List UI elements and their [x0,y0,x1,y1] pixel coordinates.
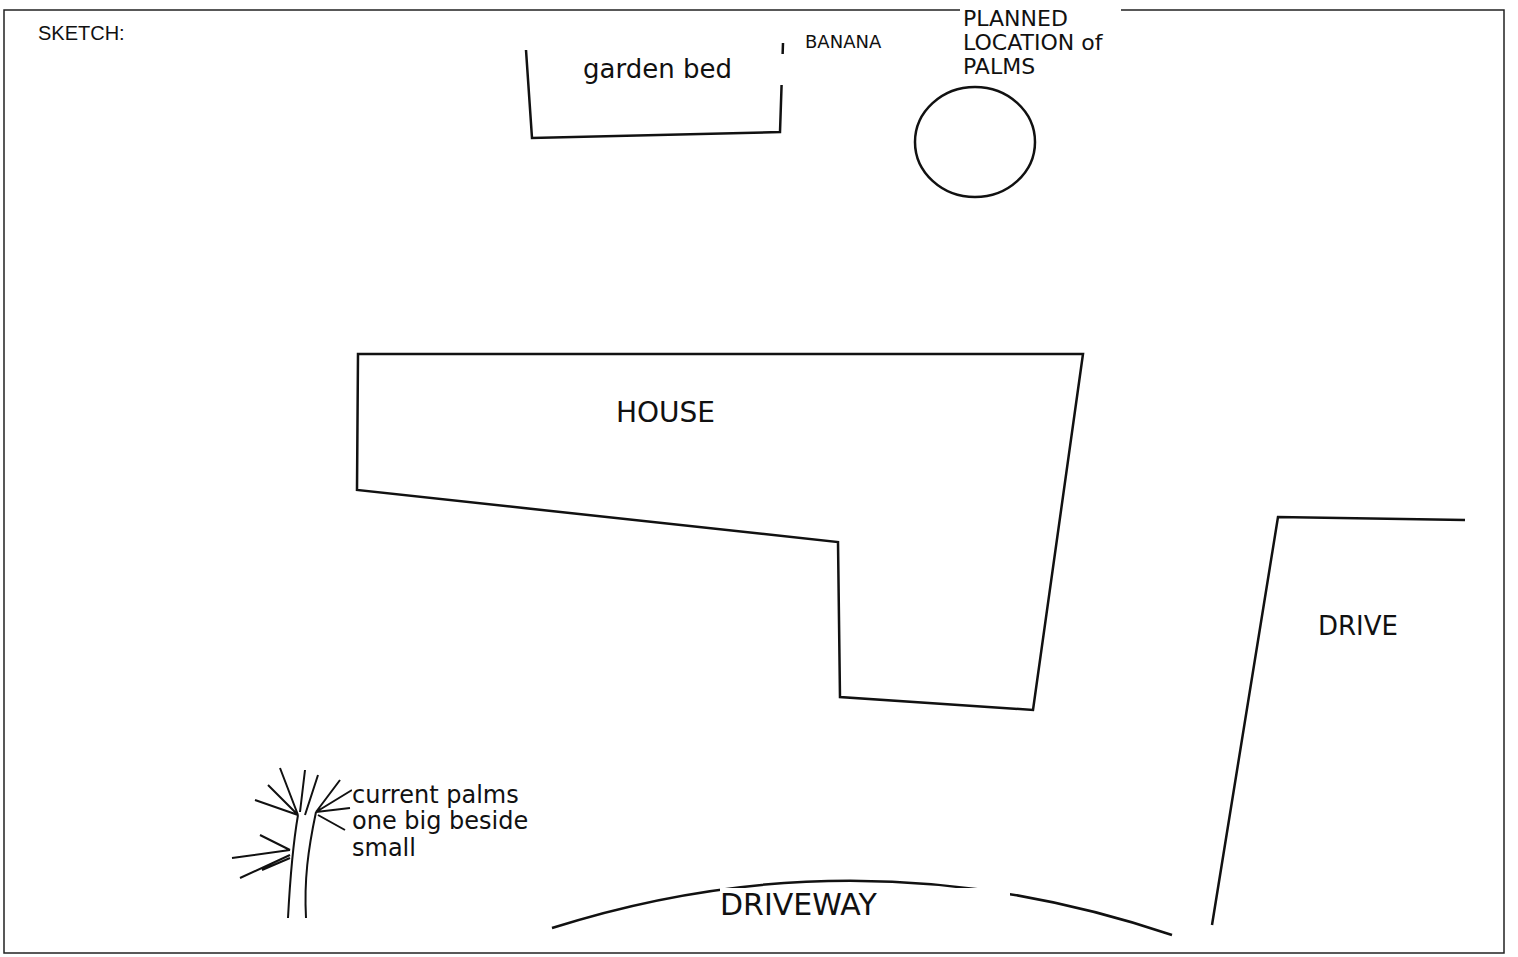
planned-palms-circle: PLANNED LOCATION of PALMS [905,2,1145,202]
drive-edge [1212,517,1465,925]
outline-stroke [357,354,1083,710]
drive-label: DRIVE [1318,612,1448,641]
garden-bed-box: garden bed [518,40,788,145]
house-outline: HOUSE [355,352,1085,712]
node-text: HOUSE [613,397,779,430]
banana-label: BANANA [805,32,925,52]
page-border [4,10,1504,953]
palm-drawing [232,768,352,918]
node-text: PLANNED LOCATION of PALMS [960,6,1121,81]
node-text: garden bed [580,54,786,85]
driveway-label: DRIVEWAY [720,888,1010,921]
driveway-arc [552,881,1172,935]
outline-stroke [915,87,1035,197]
sketch-heading: SKETCH: [38,22,178,44]
palms-note: current palms one big beside small [352,782,557,861]
